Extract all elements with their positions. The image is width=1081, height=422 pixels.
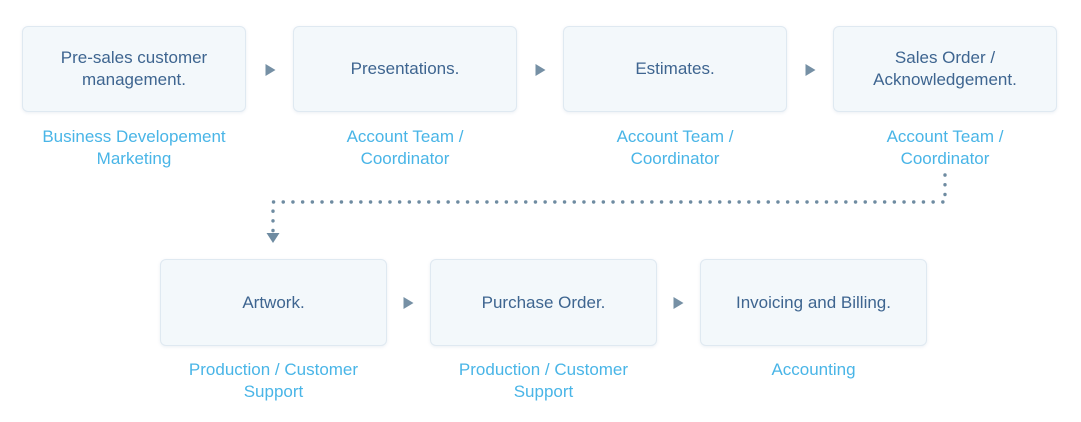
flow-step-title: Invoicing and Billing. [736,292,891,312]
flow-step-box: Artwork. [160,259,387,346]
flow-step-title: Presentations. [350,59,460,78]
flow-step-title: Estimates. [635,59,715,78]
flow-step-presales: Pre-sales customer management. Business … [22,26,246,168]
right-arrow-icon [403,297,414,309]
right-arrow-icon [535,64,546,76]
flow-step-owner: Account Team / Coordinator [616,127,734,168]
flow-step-owner: Business Developement Marketing [42,127,226,168]
flow-step-owner: Account Team / Coordinator [346,127,464,168]
flow-step-title: Purchase Order. [481,292,606,312]
flow-step-title: Pre-sales customer management. [60,48,208,89]
flow-step-title: Sales Order / Acknowledgement. [873,48,1017,89]
down-arrow-icon [266,233,280,243]
flow-step-artwork: Artwork. Production / Customer Support [160,259,387,401]
right-arrow-icon [265,64,276,76]
right-arrow-icon [673,297,684,309]
flow-step-estimates: Estimates. Account Team / Coordinator [563,26,787,168]
flow-step-box: Presentations. [293,26,517,112]
flow-step-purchase-order: Purchase Order. Production / Customer Su… [430,259,657,401]
flow-step-sales-order: Sales Order / Acknowledgement. Account T… [833,26,1057,168]
dotted-connector-line [271,173,947,233]
flow-step-box: Invoicing and Billing. [700,259,927,346]
flow-step-box: Purchase Order. [430,259,657,346]
flow-step-owner: Account Team / Coordinator [886,127,1004,168]
flow-step-owner: Production / Customer Support [188,360,359,401]
flow-step-invoicing: Invoicing and Billing. Accounting [700,259,927,379]
flow-step-presentations: Presentations. Account Team / Coordinato… [293,26,517,168]
flow-step-owner: Accounting [771,360,856,379]
flow-step-owner: Production / Customer Support [458,360,629,401]
right-arrow-icon [805,64,816,76]
flow-step-title: Artwork. [242,292,305,312]
flow-step-box: Sales Order / Acknowledgement. [833,26,1057,112]
flow-step-box: Estimates. [563,26,787,112]
flow-step-box: Pre-sales customer management. [22,26,246,112]
